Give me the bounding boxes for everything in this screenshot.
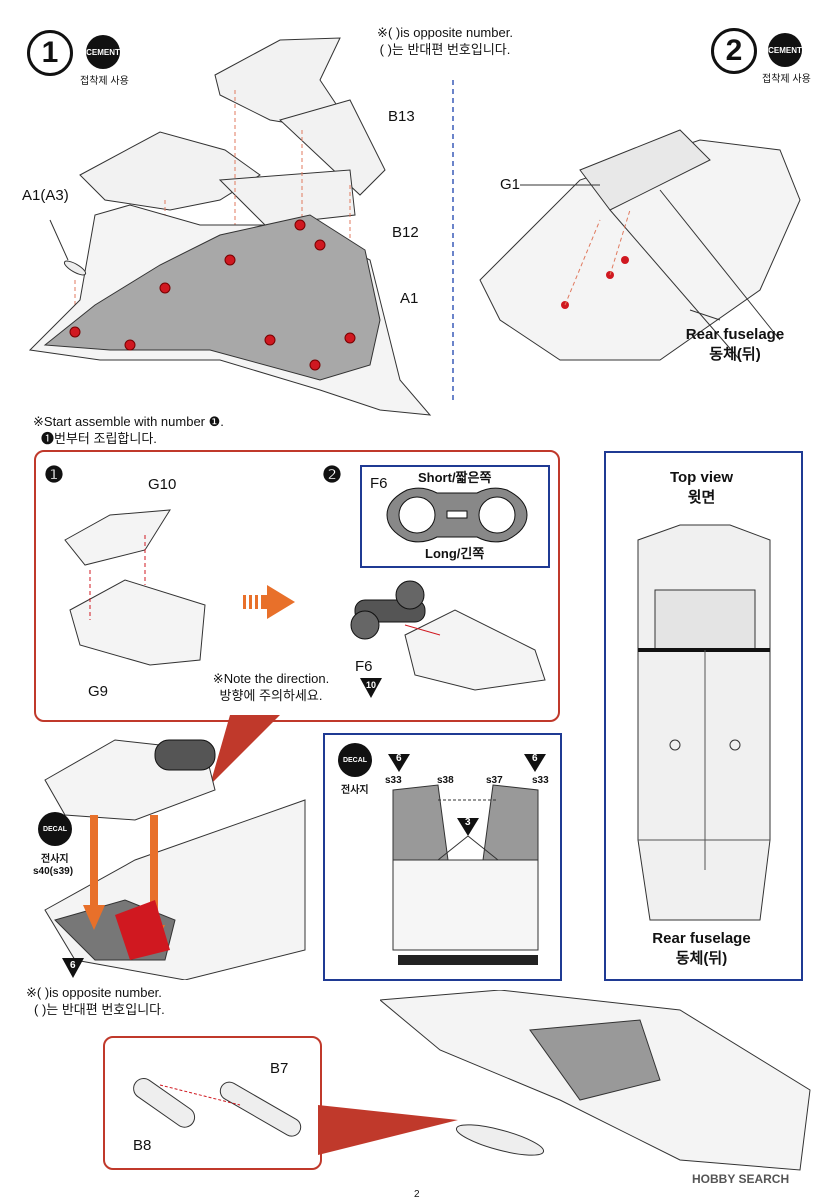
- decal-s33-right: s33: [532, 775, 549, 786]
- part-a1-drawing: [28, 204, 432, 416]
- opposite-note-top-en: ※( )is opposite number.: [377, 25, 513, 40]
- direction-note-ko: 방향에 주의하세요.: [219, 688, 323, 703]
- label-g1: G1: [500, 176, 521, 193]
- b-parts-drawing: [133, 1078, 302, 1137]
- sub-step-2-number: ❷: [322, 462, 342, 487]
- label-g9: G9: [88, 683, 109, 700]
- decal-left-badge-label: 전사지: [41, 854, 69, 865]
- label-short: Short/짧은쪽: [418, 470, 492, 485]
- direction-note-en: ※Note the direction.: [212, 671, 330, 686]
- opposite-note-bottom-en: ※( )is opposite number.: [26, 985, 162, 1000]
- opposite-note-bottom: ※( )is opposite number. ( )는 반대편 번호입니다.: [26, 984, 165, 1018]
- page-number: 2: [414, 1189, 420, 1200]
- label-g10: G10: [148, 476, 177, 493]
- top-view-drawing: [637, 524, 771, 921]
- decal-s33-left: s33: [385, 775, 402, 786]
- sub-step-1-drawing: [64, 509, 206, 666]
- decal-left-badge: DECAL: [38, 812, 72, 846]
- start-note-en: ※Start assemble with number ❶.: [33, 414, 224, 429]
- decal-badge-label: 전사지: [341, 785, 369, 796]
- label-a1: A1: [400, 290, 419, 307]
- label-b13: B13: [388, 108, 415, 125]
- step-divider: [452, 80, 454, 400]
- decal-ref-6-left: 6: [396, 753, 402, 764]
- decal-drawing: [388, 754, 546, 965]
- start-note: ※Start assemble with number ❶. ❶번부터 조립합니…: [33, 413, 224, 447]
- top-view-title: Top view 윗면: [604, 469, 799, 507]
- step-2-caption-ko: 동체(뒤): [709, 346, 761, 363]
- part-b12-drawing: [79, 131, 356, 226]
- f6-part-drawing: [386, 487, 528, 543]
- top-view-title-en: Top view: [669, 469, 734, 486]
- lower-fuselage-drawing: [380, 990, 811, 1171]
- label-f6-detail: F6: [370, 475, 388, 492]
- top-view-title-ko: 윗면: [687, 489, 716, 506]
- decal-left-ref: 6: [70, 960, 76, 971]
- b-parts-callout: [318, 1105, 458, 1155]
- sub-assembly-box: [34, 450, 560, 722]
- decal-ref-3: 3: [465, 817, 471, 828]
- nacelle-assembly-drawing: [44, 739, 306, 980]
- cement-badge-1-label: 접착제 사용: [80, 76, 129, 87]
- step-2-number: 2: [711, 28, 757, 74]
- opposite-note-top-ko: ( )는 반대편 번호입니다.: [379, 42, 511, 57]
- label-b8: B8: [133, 1137, 152, 1154]
- step-2-caption-en: Rear fuselage: [685, 326, 785, 343]
- decal-badge: DECAL: [338, 743, 372, 777]
- label-a1a3: A1(A3): [22, 187, 69, 204]
- decal-box: [323, 733, 562, 981]
- decal-s37: s37: [486, 775, 503, 786]
- decal-left-label: s40(s39): [33, 866, 74, 877]
- watermark: HOBBY SEARCH: [692, 1172, 790, 1186]
- cement-badge-2-label: 접착제 사용: [762, 74, 811, 85]
- label-long: Long/긴쪽: [425, 546, 485, 561]
- step-1-number: 1: [27, 30, 73, 76]
- start-note-ko: ❶번부터 조립합니다.: [41, 431, 157, 446]
- b-parts-box: [103, 1036, 322, 1170]
- ref-triangle-10: [360, 678, 382, 698]
- f6-detail-box: [360, 465, 550, 568]
- decal-left-ref-triangle: [62, 958, 84, 978]
- step-2-caption: Rear fuselage 동체(뒤): [680, 326, 790, 364]
- top-view-caption-ko: 동체(뒤): [675, 950, 728, 967]
- top-view-caption: Rear fuselage 동체(뒤): [604, 930, 799, 968]
- opposite-note-bottom-ko: ( )는 반대편 번호입니다.: [34, 1002, 165, 1017]
- decal-ref-6-right: 6: [532, 753, 538, 764]
- label-b7: B7: [270, 1060, 289, 1077]
- direction-note: ※Note the direction. 방향에 주의하세요.: [196, 670, 346, 704]
- label-f6-result: F6: [355, 658, 373, 675]
- label-b12: B12: [392, 224, 419, 241]
- top-view-box: [604, 451, 803, 981]
- opposite-note-top: ※( )is opposite number. ( )는 반대편 번호입니다.: [330, 24, 560, 58]
- part-b13-drawing: [214, 37, 386, 196]
- step-2-fuselage-illustration: [479, 129, 801, 361]
- decal-s38: s38: [437, 775, 454, 786]
- cement-badge-2: CEMENT: [768, 33, 802, 67]
- sub-step-1-number: ❶: [44, 462, 64, 487]
- direction-arrow: [243, 585, 295, 619]
- top-view-caption-en: Rear fuselage: [652, 930, 751, 947]
- cement-badge-1: CEMENT: [86, 35, 120, 69]
- ref-triangle-10-label: 10: [366, 680, 377, 690]
- step-1-wing-illustration: [28, 37, 432, 416]
- nacelle-callout: [210, 715, 280, 785]
- sub-step-1-result-drawing: [350, 580, 546, 691]
